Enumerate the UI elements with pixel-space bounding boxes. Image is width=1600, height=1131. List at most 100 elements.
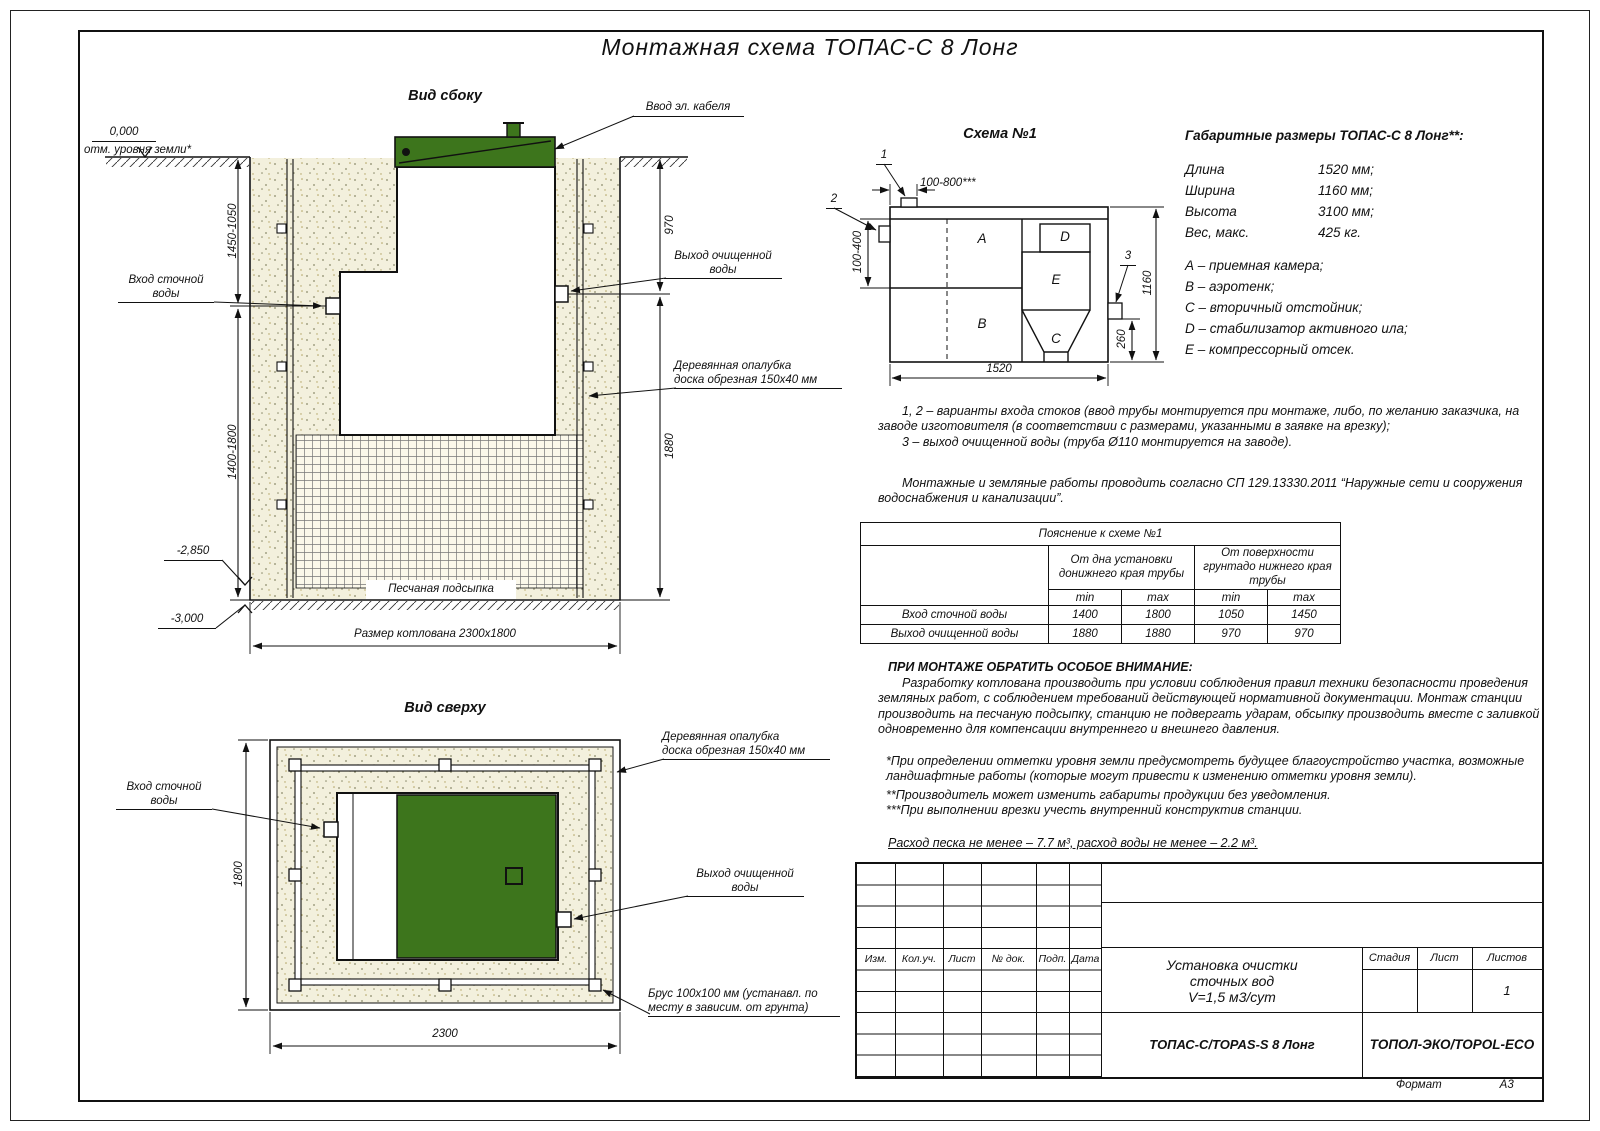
- inlet-variant-1: [900, 197, 918, 208]
- chamber-c-label: C: [1051, 331, 1061, 346]
- title-block-revision-grid: Изм. Кол.уч. Лист № док. Подп. Дата: [857, 864, 1102, 1077]
- consumption-note: Расход песка не менее – 7.7 м³, расход в…: [888, 836, 1258, 850]
- cable-entry-label: Ввод эл. кабеля: [632, 101, 744, 117]
- scheme-drawing: [878, 197, 1123, 363]
- lid-bolt: [402, 148, 410, 156]
- table-title: Пояснение к схеме №1: [860, 522, 1341, 546]
- explanation-table: Пояснение к схеме №1 От дна установки до…: [860, 522, 1341, 645]
- format-label: Формат: [1396, 1079, 1442, 1091]
- title-block: Изм. Кол.уч. Лист № док. Подп. Дата Стад…: [855, 862, 1544, 1079]
- tb-col-list: Лист: [948, 953, 976, 965]
- pit-size-label: Размер котлована 2300x1800: [354, 628, 516, 640]
- table-row: Выход очищенной воды 1880 1880 970 970: [860, 624, 1341, 645]
- outlet-pipe: [554, 285, 569, 303]
- table-group-1: От дна установки донижнего края трубы: [1048, 544, 1195, 591]
- scheme-leaders: [833, 163, 1129, 303]
- scheme-marker-1: 1: [876, 149, 892, 165]
- chamber-d-label: D: [1060, 229, 1070, 244]
- scheme-title: Схема №1: [963, 126, 1037, 142]
- table-cell: 1450: [1267, 605, 1341, 626]
- level-zero-mark: [137, 146, 153, 159]
- note-variants-12: 1, 2 – варианты входа стоков (ввод трубы…: [878, 404, 1520, 434]
- table-group-2: От поверхности грунтадо нижнего края тру…: [1194, 544, 1341, 591]
- top-view-drawing: [269, 739, 621, 1011]
- scheme-dim-outlet: 260: [1116, 329, 1128, 349]
- legend-item: D – стабилизатор активного ила;: [1185, 321, 1408, 336]
- table-cell: 970: [1267, 624, 1341, 645]
- legend-item: А – приемная камера;: [1185, 258, 1324, 273]
- chamber-b-label: B: [977, 316, 987, 331]
- level-3000-label: -3,000: [158, 613, 216, 629]
- tb-col-podp: Подп.: [1038, 953, 1067, 965]
- legend-item: Е – компрессорный отсек.: [1185, 342, 1355, 357]
- chamber-c-funnel: [1021, 309, 1091, 362]
- pit-top-outline: [269, 739, 621, 1011]
- outlet-pipe-top: [556, 911, 572, 928]
- attention-star2: **Производитель может изменить габариты …: [886, 788, 1331, 802]
- spec-row: Вес, макс.425 кг.: [1185, 225, 1362, 240]
- top-view-leaders: [211, 758, 689, 1015]
- table-cell: 1880: [1048, 624, 1122, 645]
- tb-col-doc: № док.: [991, 953, 1026, 965]
- sand-bedding-label: Песчаная подсыпка: [388, 583, 494, 595]
- side-view-dimensions: [215, 156, 670, 654]
- sheet-inner-frame: [78, 30, 1544, 1102]
- ground-note-label: отм. уровня земли*: [84, 144, 192, 156]
- attention-star1: *При определении отметки уровня земли пр…: [886, 754, 1525, 784]
- side-view-leaders: [213, 115, 677, 399]
- table-max-header: max: [1121, 589, 1195, 607]
- inlet-variant-2: [878, 225, 891, 243]
- sand-label-bg: [366, 580, 516, 599]
- formwork-left: [276, 159, 294, 598]
- tb-sheets-label: Листов: [1486, 952, 1528, 964]
- notes-variants: 1, 2 – варианты входа стоков (ввод трубы…: [878, 404, 1540, 450]
- specs-title: Габаритные размеры ТОПАС-С 8 Лонг**:: [1185, 128, 1464, 143]
- scheme-dim-top: 100-800***: [920, 177, 976, 189]
- scheme-marker-3: 3: [1120, 250, 1136, 266]
- side-view-title: Вид сбоку: [408, 88, 482, 104]
- attention-star3: ***При выполнении врезки учесть внутренн…: [886, 803, 1303, 817]
- chamber-legend: А – приемная камера; В – аэротенк; С – в…: [1185, 258, 1408, 363]
- tank-top-hatch-opening: [505, 867, 523, 885]
- table-row-name: Выход очищенной воды: [860, 624, 1049, 645]
- sand-bedding: [295, 434, 584, 589]
- dim-right-lower: 1880: [664, 433, 676, 459]
- table-min-header: min: [1048, 589, 1122, 607]
- dim-top-view-width: 2300: [432, 1028, 458, 1040]
- level-2850-label: -2,850: [164, 545, 222, 561]
- dim-right-upper: 970: [664, 215, 676, 235]
- inlet-pipe: [325, 297, 341, 315]
- beam-squares: [288, 758, 602, 992]
- tb-stage-label: Стадия: [1368, 952, 1411, 964]
- level-zero-label: 0,000: [92, 126, 156, 142]
- tb-document-title: Установка очистки сточных вод V=1,5 м3/с…: [1166, 956, 1298, 1005]
- side-view-drawing: [105, 122, 688, 610]
- formwork-right: [576, 159, 594, 598]
- table-cell: 1800: [1121, 605, 1195, 626]
- pit-bottom-hatch: [251, 601, 619, 610]
- outlet-3: [1107, 302, 1123, 320]
- tank-lid: [394, 136, 556, 168]
- dim-left-upper: 1450-1050: [227, 203, 239, 259]
- tb-model-name: ТОПАС-С/TOPAS-S 8 Лонг: [1149, 1037, 1315, 1052]
- table-corner-cell: [860, 544, 1049, 607]
- tb-company-name: ТОПОЛ-ЭКО/TOPOL-ECO: [1369, 1037, 1535, 1052]
- format-note: Формат А3: [1396, 1079, 1514, 1091]
- scheme-tank-outline: [889, 206, 1109, 363]
- tb-sheets-value: 1: [1503, 983, 1511, 998]
- dim-top-view-height: 1800: [233, 861, 245, 887]
- tank-top-lid: [396, 794, 557, 959]
- scheme-marker-2: 2: [826, 193, 842, 209]
- tb-col-izm: Изм.: [864, 953, 888, 965]
- table-max-header: max: [1267, 589, 1341, 607]
